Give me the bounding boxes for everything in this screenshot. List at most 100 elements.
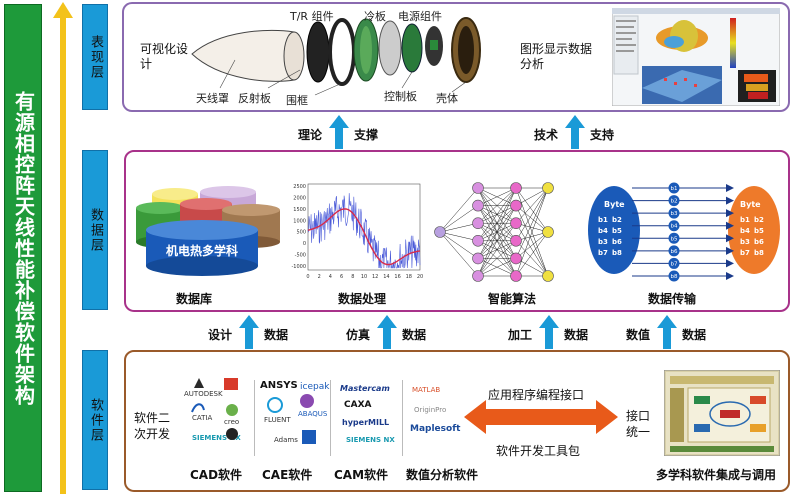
- nn-node: [510, 252, 522, 265]
- nn-node: [542, 226, 554, 238]
- bit-label: b3: [671, 211, 678, 217]
- cae-label: CAE软件: [262, 468, 313, 482]
- divider: [254, 380, 255, 456]
- part-tr-module: T/R 组件: [290, 10, 334, 23]
- byte-bit-label: b1: [598, 216, 608, 224]
- solidworks-logo-icon: [224, 378, 238, 390]
- architecture-title: 有源相控阵天线性能补偿软件架构: [11, 90, 36, 406]
- bit-label: b8: [671, 274, 678, 280]
- y-tick-label: 1000: [293, 218, 306, 224]
- arrow-up-mfg: [539, 315, 559, 349]
- transfer-arrowhead: [726, 234, 734, 243]
- x-tick-label: 16: [394, 274, 400, 280]
- cae-logo-group: ANSYS icepak FLUENT ABAQUS Adams: [260, 380, 330, 444]
- nn-edge: [515, 187, 549, 259]
- nn-edge: [439, 231, 479, 259]
- byte-bit-label: b8: [612, 249, 622, 257]
- nn-node: [510, 270, 522, 282]
- part-cold-plate: 冷板: [364, 10, 386, 23]
- database-cylinders: [136, 186, 280, 276]
- nn-edge: [477, 258, 517, 277]
- bit-node: [668, 270, 680, 282]
- transfer-arrowhead: [726, 221, 734, 230]
- arrow-label-theory: 理论: [298, 128, 323, 142]
- nn-edge: [477, 187, 517, 277]
- integration-label: 多学科软件集成与调用: [656, 468, 777, 482]
- numeric-logo-group: MATLAB OriginPro Maplesoft: [410, 386, 461, 434]
- nn-node: [542, 270, 554, 282]
- antenna-exploded-view: [191, 17, 481, 96]
- database-label: 数据库: [176, 292, 213, 306]
- byte-bit-label: b3: [598, 238, 608, 246]
- nn-node: [472, 199, 484, 212]
- arrow-label-numeric: 数值: [626, 328, 651, 342]
- x-tick-label: 10: [361, 274, 367, 280]
- y-tick-label: 500: [296, 230, 306, 236]
- autodesk-logo-icon: [194, 378, 204, 388]
- byte-label-left: Byte: [604, 200, 625, 209]
- bit-label: b5: [671, 236, 678, 242]
- part-shell: 壳体: [436, 92, 458, 105]
- algorithm-label: 智能算法: [488, 292, 537, 306]
- nn-node: [510, 182, 522, 194]
- y-tick-label: 1500: [293, 207, 306, 213]
- nn-edge: [477, 187, 517, 241]
- byte-bit-label: b8: [754, 249, 764, 257]
- integration-platform-screenshot: [664, 370, 780, 456]
- bit-node: [668, 195, 680, 207]
- byte-bit-label: b6: [754, 238, 764, 246]
- bit-node: [668, 232, 680, 244]
- catia-logo-icon: [191, 403, 205, 413]
- secondary-dev-label: 软件二次开发: [134, 411, 171, 441]
- nn-edge: [477, 240, 517, 277]
- nn-edge: [477, 187, 517, 259]
- nn-edge: [439, 205, 479, 233]
- y-tick-label: -1000: [291, 264, 306, 270]
- y-tick-label: 2000: [293, 195, 306, 201]
- byte-bit-label: b5: [754, 227, 764, 235]
- x-tick-label: 2: [318, 274, 321, 280]
- api-double-arrow: [464, 400, 618, 434]
- byte-bit-label: b2: [754, 216, 764, 224]
- arrow-label-sim-data: 数据: [402, 328, 427, 342]
- arrow-label-numeric-data: 数据: [682, 328, 707, 342]
- byte-bit-label: b3: [740, 238, 750, 246]
- layer-tab-data: 数据层: [82, 150, 108, 310]
- nn-node: [510, 199, 522, 212]
- bit-node: [668, 257, 680, 269]
- arrow-label-design: 设计: [208, 328, 233, 342]
- cam-logo-group: Mastercam CAXA hyperMILL SIEMENS NX: [340, 384, 395, 444]
- bit-node: [668, 245, 680, 257]
- x-tick-label: 12: [372, 274, 378, 280]
- arrow-label-design-data: 数据: [264, 328, 289, 342]
- x-tick-label: 18: [406, 274, 412, 280]
- creo-logo-icon: [226, 404, 238, 416]
- numeric-label: 数值分析软件: [406, 468, 479, 482]
- y-tick-label: -500: [295, 253, 306, 259]
- nn-edge: [439, 231, 479, 277]
- nn-node: [542, 182, 554, 194]
- interface-unify-label: 接口统一: [626, 409, 651, 439]
- data-transfer-label: 数据传输: [648, 292, 697, 306]
- database-content-label: 机电热多学科: [165, 244, 238, 258]
- vertical-axis-arrow: [53, 2, 73, 494]
- nn-node: [472, 270, 484, 282]
- x-tick-label: 20: [417, 274, 423, 280]
- nn-edge: [515, 187, 549, 224]
- divider: [330, 380, 331, 456]
- nn-edge: [515, 187, 549, 241]
- part-control-board: 控制板: [384, 90, 417, 103]
- nn-edge: [477, 187, 517, 206]
- bit-label: b4: [671, 224, 678, 230]
- bit-node: [668, 182, 680, 194]
- bit-node: [668, 220, 680, 232]
- fluent-logo-icon: [267, 397, 283, 413]
- neural-network-diagram: [434, 182, 554, 282]
- nn-edge: [439, 222, 479, 233]
- arrow-label-support: 支撑: [354, 128, 379, 142]
- arrow-label-tech: 技术: [534, 128, 559, 142]
- divider: [402, 380, 403, 456]
- nn-node: [434, 226, 446, 238]
- layer-tab-presentation: 表现层: [82, 4, 108, 110]
- part-frame: 围框: [286, 94, 308, 107]
